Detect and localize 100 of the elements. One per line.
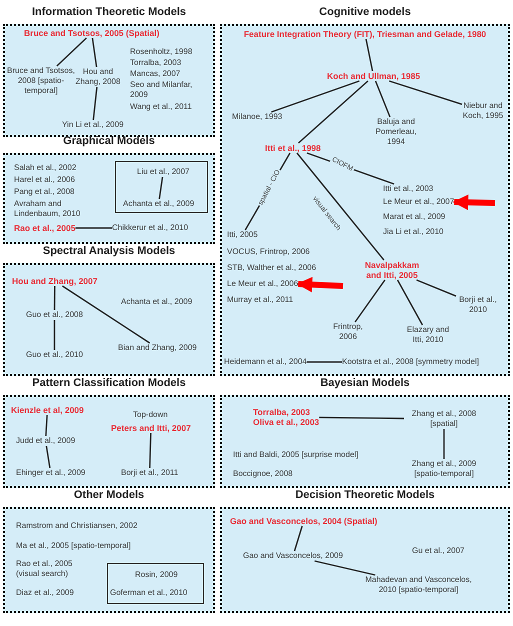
citation-text: Achanta et al., 2009 (121, 297, 192, 307)
citation-text: Gao and Vasconcelos, 2004 (Spatial) (230, 516, 378, 526)
citation-text: Itti et al., 2003 (383, 184, 434, 194)
citation-text: Itti and Baldi, 2005 [surprise model] (233, 450, 358, 460)
citation-text: Zhang et al., 2008 [spatial] (410, 409, 478, 429)
connector-line (158, 176, 164, 200)
connector-line (54, 286, 56, 310)
citation-text: Chikkerur et al., 2010 (112, 223, 188, 233)
citation-text: Marat et al., 2009 (383, 212, 446, 222)
citation-text: Goferman et al., 2010 (110, 588, 188, 598)
citation-text: Ramstrom and Christiansen, 2002 (16, 521, 138, 531)
citation-text: Milanoe, 1993 (232, 112, 282, 122)
citation-text: Rao et al., 2005 (14, 223, 76, 233)
connector-line (319, 416, 404, 420)
citation-text: Borji et al., 2010 (458, 295, 498, 315)
citation-text: Avraham and Lindenbaum, 2010 (14, 199, 82, 219)
connector-line (374, 80, 391, 118)
citation-text: Elazary and Itti, 2010 (406, 325, 450, 345)
connector-line (396, 280, 424, 326)
connector-line (271, 80, 360, 113)
citation-text: Liu et al., 2007 (137, 167, 190, 177)
citation-text: Murray et al., 2011 (227, 295, 294, 305)
citation-text: Harel et al., 2006 (14, 175, 75, 185)
connector-line (46, 446, 51, 468)
group-title: Information Theoretic Models (30, 6, 187, 18)
citation-text: Guo et al., 2010 (26, 350, 83, 360)
citation-text: Bruce and Tsotsos, 2005 (Spatial) (24, 28, 160, 38)
citation-text: Oliva et al., 2003 (253, 417, 320, 427)
citation-text: Le Meur et al., 2006 (227, 279, 298, 289)
connector-line (54, 320, 56, 350)
citation-text: Rosenholtz, 1998 (130, 47, 192, 57)
citation-text: Kienzle et al, 2009 (11, 405, 84, 415)
connector-line (416, 279, 456, 297)
group-title: Bayesian Models (319, 377, 411, 389)
connector-line (294, 526, 303, 552)
citation-text: VOCUS, Frintrop, 2006 (227, 247, 310, 257)
connector-line (75, 227, 112, 229)
citation-text: Heidemann et al., 2004 (224, 357, 307, 367)
connector-line (92, 86, 98, 120)
connector-line (306, 361, 342, 363)
citation-text: Guo et al., 2008 (26, 310, 83, 320)
citation-text: Zhang et al., 2009 [spatio-temporal] (410, 459, 478, 479)
citation-text: Mahadevan and Vasconcelos, 2010 [spatio-temporal] (364, 575, 473, 595)
citation-text: Ehinger et al., 2009 (16, 468, 86, 478)
citation-text: Feature Integration Theory (FIT), Triesman and Gelade, 1980 (242, 29, 488, 39)
connector-line (92, 38, 98, 68)
citation-text: Yin Li et al., 2009 (62, 120, 124, 130)
citation-text: Torralba, 2003 (253, 407, 312, 417)
arrow (296, 276, 344, 292)
connector-line (306, 152, 394, 185)
citation-text: Salah et al., 2002 (14, 163, 76, 173)
citation-text: Bian and Zhang, 2009 (118, 343, 197, 353)
citation-text: Judd et al., 2009 (16, 436, 76, 446)
connector-line (149, 432, 152, 468)
citation-text: Top-down (133, 410, 168, 420)
citation-text: Niebur and Koch, 1995 (462, 101, 504, 121)
citation-text: STB, Walther et al., 2006 (227, 263, 316, 273)
citation-text: Gu et al., 2007 (412, 546, 464, 556)
connector-line (298, 80, 368, 144)
group-title: Cognitive models (318, 6, 412, 18)
citation-text: Seo and Milanfar, 2009 (130, 80, 194, 100)
citation-text: Achanta et al., 2009 (123, 199, 194, 209)
citation-text: Frintrop, 2006 (332, 322, 364, 342)
citation-text: Boccignoe, 2008 (233, 469, 293, 479)
connector-line (354, 280, 386, 322)
arrow (452, 194, 496, 210)
connector-line (296, 152, 384, 260)
citation-text: Hou and Zhang, 2007 (12, 276, 98, 286)
citation-text: Peters and Itti, 2007 (111, 423, 191, 433)
connector-line (365, 38, 374, 72)
group-title: Graphical Models (62, 135, 156, 147)
citation-text: Ma et al., 2005 [spatio-temporal] (16, 541, 131, 551)
citation-text: Le Meur et al., 2007 (383, 197, 454, 207)
citation-text: Itti, 2005 (227, 230, 258, 240)
group-title: Other Models (72, 489, 146, 501)
citation-text: Jia Li et al., 2010 (383, 227, 444, 237)
group-box (107, 563, 204, 604)
connector-line (443, 429, 445, 459)
citation-text: Wang et al., 2011 (130, 102, 192, 112)
citation-text: Rao et al., 2005 (visual search) (16, 559, 74, 579)
connector-line (388, 80, 462, 105)
citation-text: Kootstra et al., 2008 [symmetry model] (342, 357, 479, 367)
group-title: Spectral Analysis Models (42, 245, 176, 257)
citation-text: Pang et al., 2008 (14, 187, 74, 197)
group-title: Decision Theoretic Models (294, 489, 436, 501)
citation-text: Borji et al., 2011 (121, 468, 178, 478)
connector-line (62, 285, 150, 344)
citation-text: Mancas, 2007 (130, 69, 180, 79)
connector-line (244, 152, 291, 230)
citation-text: Gao and Vasconcelos, 2009 (243, 551, 343, 561)
citation-text: Navalpakkam and Itti, 2005 (364, 260, 420, 280)
group-title: Pattern Classification Models (31, 377, 187, 389)
citation-text: Diaz et al., 2009 (16, 588, 74, 598)
citation-text: Itti et al., 1998 (265, 143, 321, 153)
group-box (115, 161, 208, 213)
connector-line (56, 38, 87, 66)
citation-text: Torralba, 2003 (130, 58, 182, 68)
citation-text: Bruce and Tsotsos, 2008 [spatio-temporal] (6, 66, 76, 96)
citation-text: Koch and Ullman, 1985 (327, 71, 420, 81)
citation-text: Rosin, 2009 (135, 570, 178, 580)
